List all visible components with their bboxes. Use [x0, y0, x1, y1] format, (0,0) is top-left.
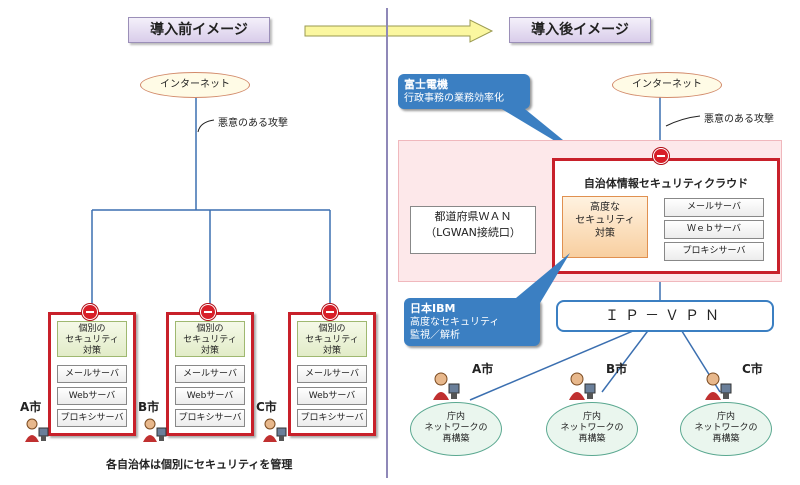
before-block-icon: [200, 304, 216, 320]
before-server-box: メールサーバ: [297, 365, 367, 383]
person-icon: [25, 418, 49, 442]
fujitsu-desc: 行政事務の業務効率化: [404, 93, 504, 104]
after-city-label: C市: [742, 362, 763, 376]
before-server-box: プロキシサーバ: [175, 409, 245, 427]
ibm-desc: 高度なセキュリティ 監視／解析: [410, 317, 500, 341]
person-icon: [143, 418, 167, 442]
before-city-label: C市: [256, 400, 277, 414]
before-city-label: B市: [138, 400, 160, 414]
fujitsu-callout: 富士電機 行政事務の業務効率化: [398, 74, 530, 109]
wan-box: 都道府県ＷＡＮ （LGWAN接続口）: [410, 206, 536, 254]
before-city-block: 個別の セキュリティ 対策メールサーバ Webサーバプロキシサーバ: [288, 312, 376, 436]
internet-label: インターネット: [632, 79, 702, 90]
cloud-title: 自治体情報セキュリティクラウド: [583, 177, 749, 190]
before-city-block: 個別の セキュリティ 対策メールサーバ Webサーバプロキシサーバ: [48, 312, 136, 436]
before-attack-label: 悪意のある攻撃: [218, 118, 288, 129]
after-city-label: A市: [472, 362, 494, 376]
ibm-name: 日本IBM: [410, 302, 456, 315]
after-internet-cloud: インターネット: [612, 72, 722, 98]
center-divider: [386, 8, 388, 478]
before-server-box: プロキシサーバ: [57, 409, 127, 427]
transition-arrow: [304, 19, 494, 43]
ibm-callout: 日本IBM 高度なセキュリティ 監視／解析: [404, 298, 540, 346]
ip-vpn-box: ＩＰ－ＶＰＮ: [556, 300, 774, 332]
before-server-box: Webサーバ: [57, 387, 127, 405]
before-server-box: Webサーバ: [175, 387, 245, 405]
before-server-box: メールサーバ: [175, 365, 245, 383]
after-attack-label: 悪意のある攻撃: [704, 114, 774, 125]
before-footer: 各自治体は個別にセキュリティを管理: [106, 458, 293, 471]
after-server-proxy: プロキシサーバ: [664, 242, 764, 261]
before-server-box: プロキシサーバ: [297, 409, 367, 427]
internet-label: インターネット: [160, 79, 230, 90]
person-icon: [433, 372, 460, 400]
person-icon: [263, 418, 287, 442]
after-city-label: B市: [606, 362, 628, 376]
person-icon: [705, 372, 732, 400]
before-internet-cloud: インターネット: [140, 72, 250, 98]
after-title: 導入後イメージ: [509, 17, 651, 43]
after-block-icon: [653, 148, 669, 164]
internal-network-ellipse: 庁内 ネットワークの 再構築: [546, 402, 638, 456]
internal-network-ellipse: 庁内 ネットワークの 再構築: [410, 402, 502, 456]
individual-security-box: 個別の セキュリティ 対策: [57, 321, 127, 357]
ibm-callout-tail: [510, 253, 570, 303]
person-icon: [569, 372, 596, 400]
internal-network-ellipse: 庁内 ネットワークの 再構築: [680, 402, 772, 456]
before-city-label: A市: [20, 400, 42, 414]
advanced-security-box: 高度な セキュリティ 対策: [562, 196, 648, 258]
before-block-icon: [322, 304, 338, 320]
individual-security-box: 個別の セキュリティ 対策: [297, 321, 367, 357]
before-server-box: Webサーバ: [297, 387, 367, 405]
after-server-web: Ｗｅｂサーバ: [664, 220, 764, 239]
individual-security-box: 個別の セキュリティ 対策: [175, 321, 245, 357]
before-title: 導入前イメージ: [128, 17, 270, 43]
before-block-icon: [82, 304, 98, 320]
fujitsu-name: 富士電機: [404, 78, 448, 91]
before-server-box: メールサーバ: [57, 365, 127, 383]
before-city-block: 個別の セキュリティ 対策メールサーバ Webサーバプロキシサーバ: [166, 312, 254, 436]
after-server-mail: メールサーバ: [664, 198, 764, 217]
